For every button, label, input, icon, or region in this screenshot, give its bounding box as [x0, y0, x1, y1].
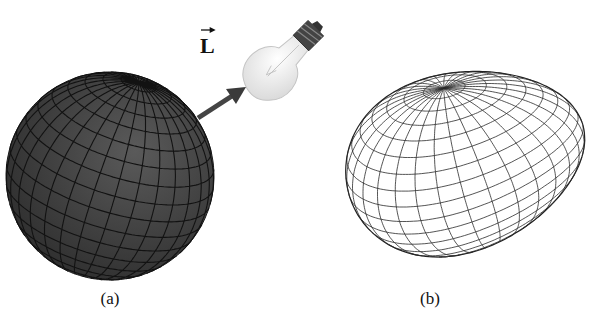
light-vector-arrow	[198, 87, 246, 118]
grid-lines	[6, 72, 214, 280]
wireframe-blob	[346, 71, 585, 257]
vector-arrow-mark	[201, 27, 216, 33]
surface-fill	[6, 72, 214, 280]
surface-fill	[346, 71, 585, 257]
panel-label: (b)	[420, 290, 440, 309]
panel-label: (a)	[101, 290, 120, 309]
vector-arrow-head	[210, 27, 216, 33]
dark-sphere	[6, 72, 214, 280]
grid-lines	[346, 72, 585, 258]
light-bulb	[232, 5, 339, 112]
vector-label: L	[200, 26, 215, 58]
